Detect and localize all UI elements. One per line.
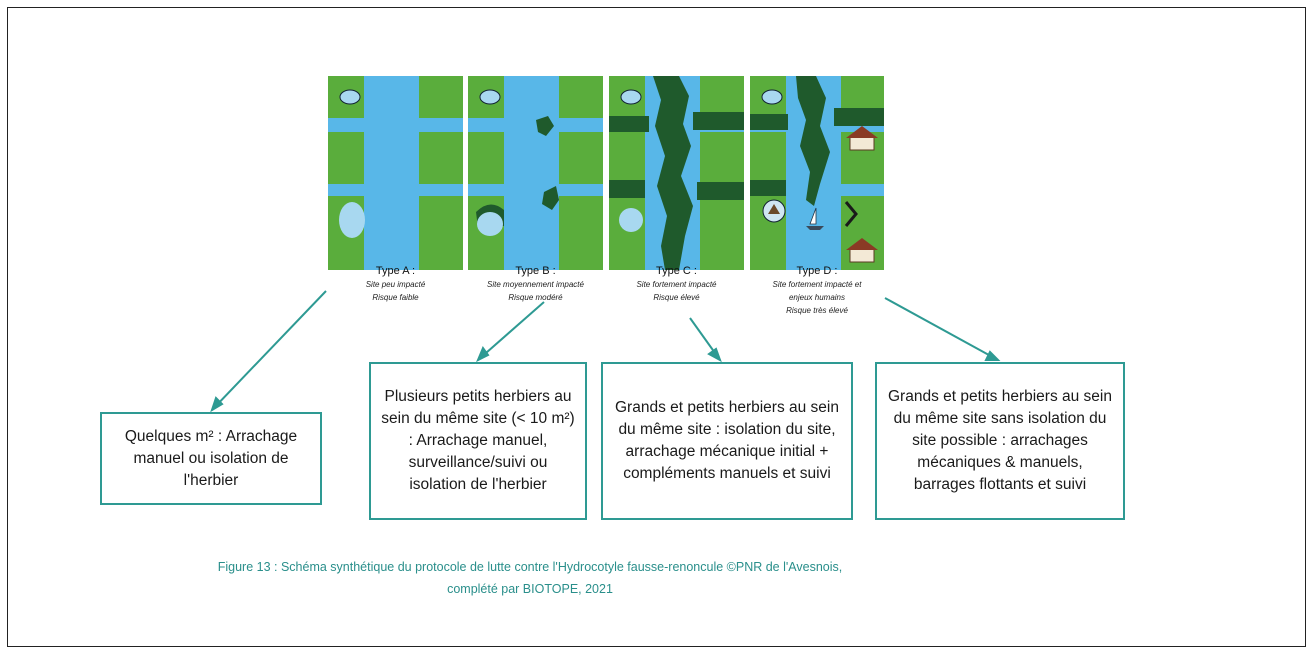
panel-label-type-b: Type B : Site moyennement impacté Risque… bbox=[468, 264, 603, 304]
protocol-text: Grands et petits herbiers au sein du mêm… bbox=[614, 399, 839, 482]
panel-type-title: Type D : bbox=[796, 265, 838, 277]
site-map-type-c bbox=[609, 76, 744, 270]
floating-barrier-icon bbox=[844, 201, 858, 227]
panel-label-type-a: Type A : Site peu impacté Risque faible bbox=[328, 264, 463, 304]
panel-site-description: Site peu impacté bbox=[365, 280, 426, 289]
panel-site-description: Site moyennement impacté bbox=[487, 280, 584, 289]
panel-risk-level: Risque très élevé bbox=[786, 306, 848, 315]
panel-site-description: Site fortement impacté et bbox=[772, 280, 862, 289]
boat-icon bbox=[806, 207, 824, 230]
panel-label-type-d: Type D : Site fortement impacté et enjeu… bbox=[750, 264, 884, 317]
figure-caption-line1: Figure 13 : Schéma synthétique du protoc… bbox=[217, 560, 843, 574]
connector-d-arrowhead bbox=[984, 350, 1001, 361]
panel-type-c bbox=[609, 76, 744, 270]
house-icon bbox=[846, 238, 878, 263]
site-map-type-d bbox=[750, 76, 884, 270]
connector-c-arrowhead bbox=[707, 347, 722, 363]
panel-type-a bbox=[328, 76, 463, 270]
connector-a bbox=[211, 290, 327, 411]
figure-caption-line2: complété par BIOTOPE, 2021 bbox=[447, 582, 613, 596]
connector-b-arrowhead bbox=[476, 345, 490, 363]
house-icon bbox=[846, 126, 878, 151]
connector-b bbox=[477, 301, 545, 361]
site-map-type-a bbox=[328, 76, 463, 270]
protocol-text: Plusieurs petits herbiers au sein du mêm… bbox=[381, 388, 575, 493]
protocol-box-type-c: Grands et petits herbiers au sein du mêm… bbox=[601, 362, 853, 520]
connector-d bbox=[884, 297, 999, 361]
site-map-type-b bbox=[468, 76, 603, 270]
protocol-text: Grands et petits herbiers au sein du mêm… bbox=[887, 388, 1112, 493]
panel-risk-level: Risque élevé bbox=[653, 293, 700, 302]
panel-type-title: Type B : bbox=[515, 265, 556, 277]
panel-risk-level: Risque modéré bbox=[508, 293, 563, 302]
panel-type-title: Type A : bbox=[375, 265, 416, 277]
protocol-box-type-d: Grands et petits herbiers au sein du mêm… bbox=[875, 362, 1125, 520]
panel-type-d bbox=[750, 76, 884, 270]
protocol-text: Quelques m² : Arrachage manuel ou isolat… bbox=[124, 427, 298, 489]
protocol-box-type-b: Plusieurs petits herbiers au sein du mêm… bbox=[369, 362, 587, 520]
panel-risk-level: Risque faible bbox=[372, 293, 419, 302]
panel-type-title: Type C : bbox=[656, 265, 697, 277]
connector-layer bbox=[210, 290, 1001, 413]
protocol-box-type-a: Quelques m² : Arrachage manuel ou isolat… bbox=[100, 412, 322, 505]
panel-human-stakes: enjeux humains bbox=[788, 293, 846, 302]
panel-label-type-c: Type C : Site fortement impacté Risque é… bbox=[609, 264, 744, 304]
panel-type-b bbox=[468, 76, 603, 270]
connector-a-arrowhead bbox=[210, 396, 224, 413]
panel-site-description: Site fortement impacté bbox=[636, 280, 717, 289]
